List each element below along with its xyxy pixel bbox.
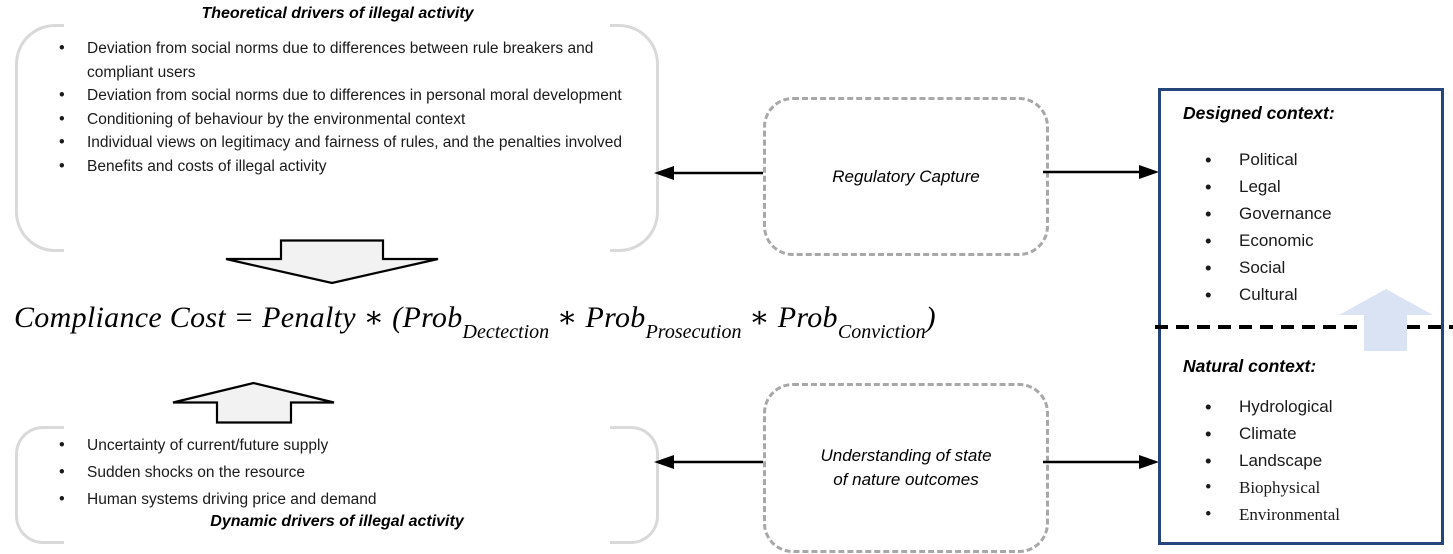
context-up-arrow bbox=[1339, 289, 1433, 351]
left-bracket-shape bbox=[15, 426, 64, 544]
formula-main: ∗ Prob bbox=[741, 301, 838, 334]
formula-subscript-prosecution: Prosecution bbox=[645, 321, 742, 343]
context-panel: Designed context: Political Legal Govern… bbox=[1158, 88, 1444, 545]
formula-subscript-conviction: Conviction bbox=[837, 321, 926, 343]
right-arrow bbox=[1043, 455, 1159, 469]
list-item: Hydrological bbox=[1205, 394, 1340, 421]
understanding-line1: Understanding of state bbox=[820, 446, 992, 465]
list-item: Economic bbox=[1205, 228, 1332, 255]
list-item: Political bbox=[1205, 147, 1332, 174]
understanding-line2: of nature outcomes bbox=[833, 470, 979, 489]
regulatory-capture-label: Regulatory Capture bbox=[832, 166, 980, 186]
left-arrow bbox=[654, 455, 764, 469]
compliance-cost-formula: Compliance Cost = Penalty ∗ (ProbDectect… bbox=[14, 300, 936, 342]
right-bracket-shape bbox=[610, 426, 659, 544]
formula-main: ) bbox=[925, 301, 936, 334]
list-item: Benefits and costs of illegal activity bbox=[57, 155, 629, 179]
up-block-arrow bbox=[172, 382, 335, 424]
dynamic-drivers-panel: Uncertainty of current/future supply Sud… bbox=[15, 426, 659, 544]
theoretical-drivers-title: Theoretical drivers of illegal activity bbox=[201, 5, 474, 22]
formula-main: ∗ Prob bbox=[549, 301, 646, 334]
dynamic-drivers-title: Dynamic drivers of illegal activity bbox=[210, 513, 464, 530]
list-item: Deviation from social norms due to diffe… bbox=[57, 37, 629, 84]
left-arrow bbox=[654, 166, 764, 180]
list-item: Governance bbox=[1205, 201, 1332, 228]
dynamic-drivers-list: Uncertainty of current/future supply Sud… bbox=[57, 432, 376, 513]
list-item: Human systems driving price and demand bbox=[57, 486, 376, 513]
right-arrow bbox=[1043, 165, 1159, 179]
list-item: Uncertainty of current/future supply bbox=[57, 432, 376, 459]
list-item: Biophysical bbox=[1205, 475, 1340, 502]
down-block-arrow bbox=[225, 239, 439, 285]
natural-context-list: Hydrological Climate Landscape Biophysic… bbox=[1205, 394, 1340, 529]
context-divider-dashed-line bbox=[1155, 325, 1453, 329]
list-item: Individual views on legitimacy and fairn… bbox=[57, 131, 629, 155]
designed-context-list: Political Legal Governance Economic Soci… bbox=[1205, 147, 1332, 308]
theoretical-drivers-list: Deviation from social norms due to diffe… bbox=[57, 37, 629, 179]
list-item: Sudden shocks on the resource bbox=[57, 459, 376, 486]
understanding-state-label: Understanding of state of nature outcome… bbox=[820, 444, 991, 492]
regulatory-capture-box: Regulatory Capture bbox=[763, 97, 1049, 256]
list-item: Environmental bbox=[1205, 502, 1340, 529]
formula-main: Compliance Cost = Penalty ∗ (Prob bbox=[14, 301, 463, 334]
list-item: Landscape bbox=[1205, 448, 1340, 475]
natural-context-title: Natural context: bbox=[1183, 356, 1317, 376]
designed-context-title: Designed context: bbox=[1183, 103, 1335, 123]
formula-subscript-detection: Dectection bbox=[462, 321, 550, 343]
understanding-state-box: Understanding of state of nature outcome… bbox=[763, 383, 1049, 553]
list-item: Social bbox=[1205, 255, 1332, 282]
list-item: Cultural bbox=[1205, 282, 1332, 309]
list-item: Conditioning of behaviour by the environ… bbox=[57, 108, 629, 132]
list-item: Climate bbox=[1205, 421, 1340, 448]
list-item: Deviation from social norms due to diffe… bbox=[57, 84, 629, 108]
theoretical-drivers-panel: Deviation from social norms due to diffe… bbox=[15, 24, 659, 252]
list-item: Legal bbox=[1205, 174, 1332, 201]
